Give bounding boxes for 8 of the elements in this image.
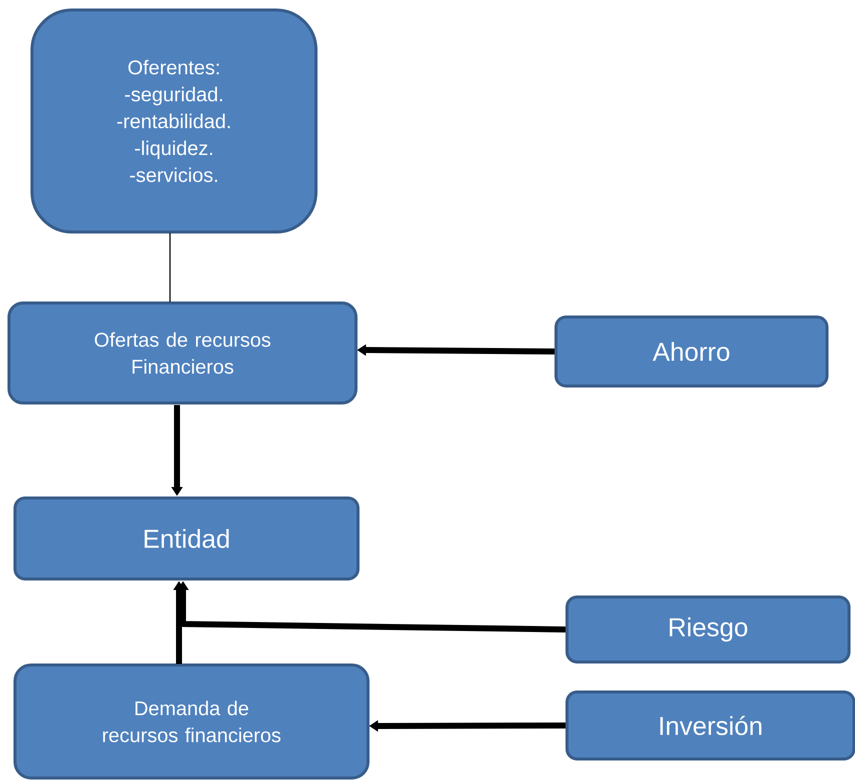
process-box: Ofertas de recursos Financieros xyxy=(8,302,358,404)
process-box: Oferentes: -seguridad. -rentabilidad. -liquidez. -servicios. xyxy=(30,8,318,234)
process-box: Inversión xyxy=(566,690,855,760)
process-box: Riesgo xyxy=(566,596,850,664)
process-box: Entidad xyxy=(14,496,360,580)
connector-line xyxy=(169,233,171,302)
process-box: Demanda de recursos financieros xyxy=(14,664,370,780)
process-box: Ahorro xyxy=(554,316,828,388)
